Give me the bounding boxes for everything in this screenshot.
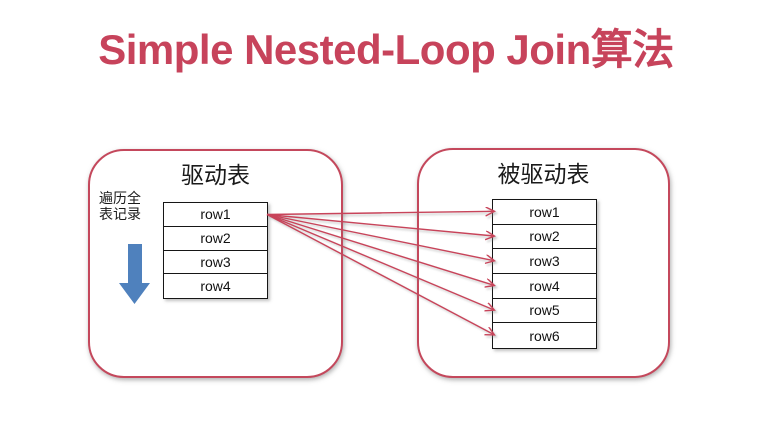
full-scan-note-line: 表记录	[99, 206, 141, 222]
slide-title: Simple Nested-Loop Join算法	[98, 26, 674, 73]
full-scan-note-line: 遍历全	[99, 190, 141, 206]
scan-direction-arrow-icon	[119, 244, 150, 304]
driven-table-row: row1	[493, 200, 596, 225]
driver-table-row: row4	[200, 278, 231, 295]
driven-table-row: row5	[493, 299, 596, 324]
driver-table-header: 驱动表	[181, 162, 250, 188]
driven-table-row: row3	[493, 249, 596, 274]
driver-table-row: row1	[164, 203, 267, 227]
driver-table-row: row3	[164, 251, 267, 275]
driven-table-row: row4	[493, 274, 596, 299]
driven-table-row: row2	[493, 225, 596, 250]
full-scan-note: 遍历全表记录	[96, 190, 144, 222]
driver-table-row: row2	[164, 227, 267, 251]
driven-table-row: row6	[529, 327, 560, 344]
driven-table-header: 被驱动表	[497, 161, 590, 187]
